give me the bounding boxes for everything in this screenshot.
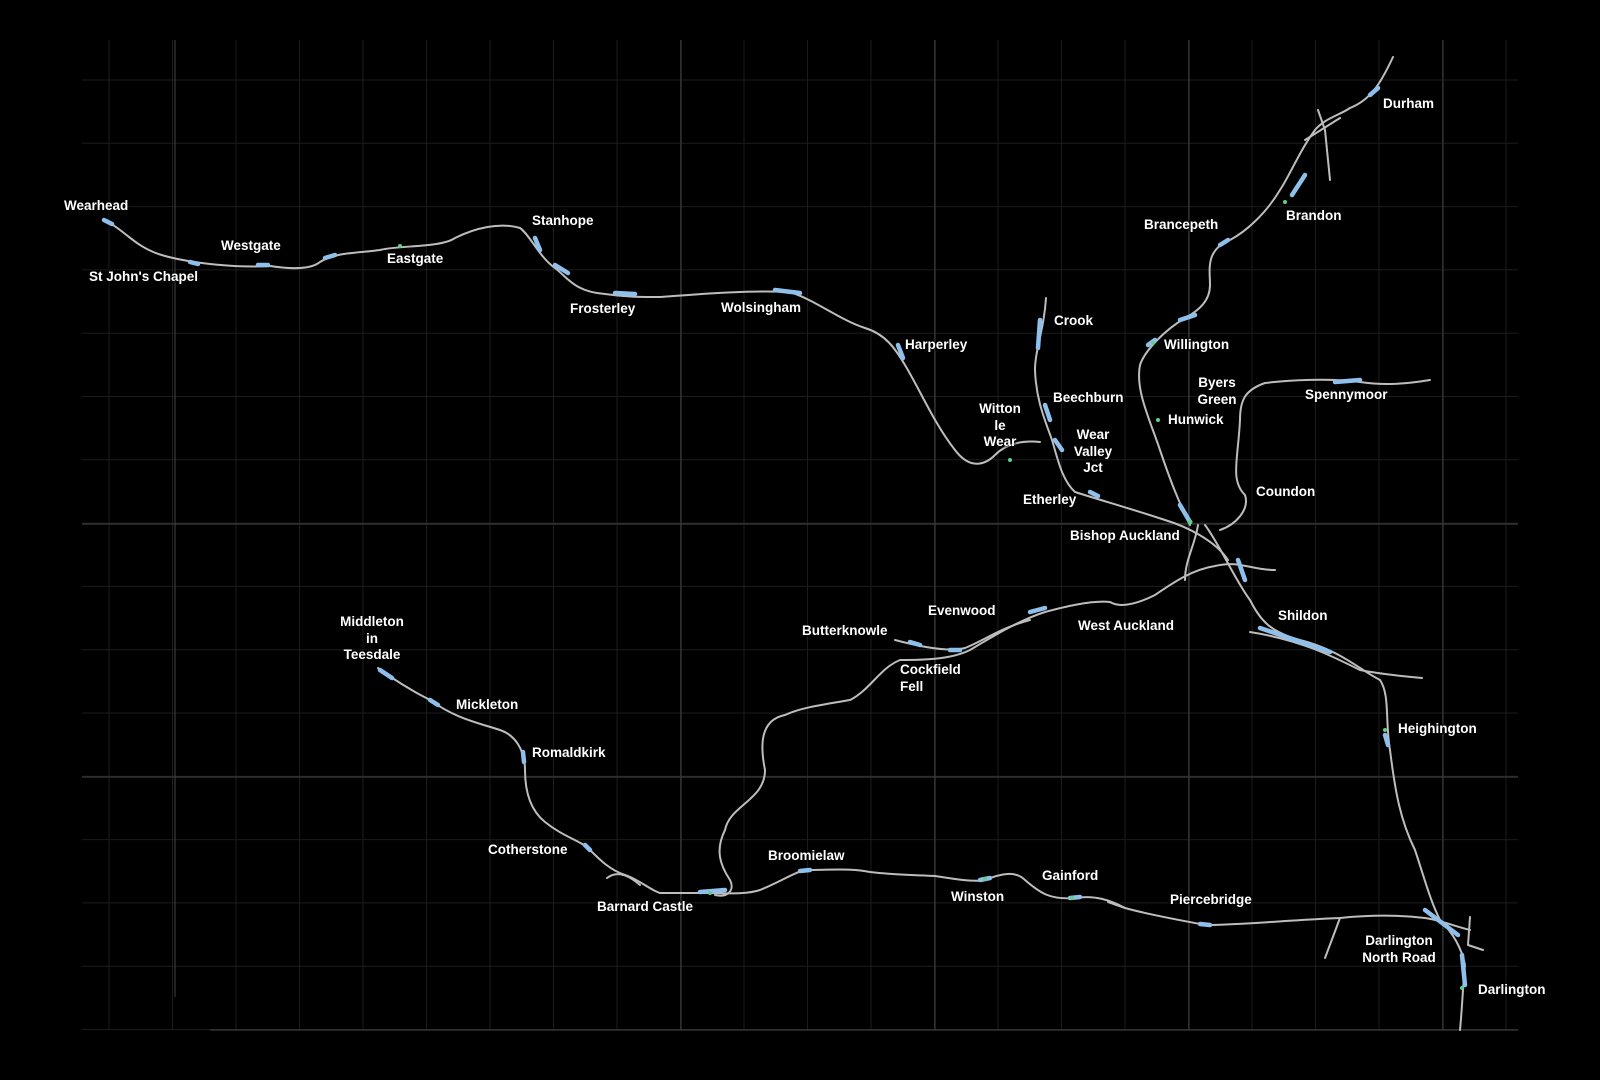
station-label-piercebridge: Piercebridge bbox=[1170, 892, 1252, 907]
station-label-willington: Willington bbox=[1164, 337, 1230, 352]
map-grid bbox=[82, 40, 1518, 1031]
station-label-durham: Durham bbox=[1383, 96, 1435, 111]
platforms bbox=[101, 85, 1468, 988]
station-label-west-auckland: West Auckland bbox=[1078, 618, 1175, 633]
station-label-bishop-auckland: Bishop Auckland bbox=[1070, 528, 1180, 543]
station-label-wolsingham: Wolsingham bbox=[721, 300, 802, 315]
station-label-wear-valley-jct: Wear Valley Jct bbox=[1073, 427, 1113, 475]
station-label-romaldkirk: Romaldkirk bbox=[532, 745, 606, 760]
station-label-broomielaw: Broomielaw bbox=[768, 848, 845, 863]
track-west-auckland bbox=[714, 563, 1276, 897]
track-shildon-spur bbox=[1249, 631, 1423, 679]
station-label-hunwick: Hunwick bbox=[1168, 412, 1224, 427]
station-label-mickleton: Mickleton bbox=[456, 697, 519, 712]
station-label-beechburn: Beechburn bbox=[1053, 390, 1124, 405]
station-label-frosterley: Frosterley bbox=[570, 301, 636, 316]
station-label-middleton-in-teesdale: Middleton in Teesdale bbox=[340, 614, 404, 662]
station-label-darlington-north-road: Darlington North Road bbox=[1362, 933, 1436, 965]
station-label-brancepeth: Brancepeth bbox=[1144, 217, 1219, 232]
station-label-spennymoor: Spennymoor bbox=[1305, 387, 1388, 402]
station-label-cotherstone: Cotherstone bbox=[488, 842, 568, 857]
station-label-etherley: Etherley bbox=[1023, 492, 1077, 507]
station-label-crook: Crook bbox=[1054, 313, 1094, 328]
track-durham-line bbox=[1138, 56, 1394, 526]
station-label-byers-green: Byers Green bbox=[1197, 375, 1237, 407]
track-bishop-link bbox=[1184, 524, 1199, 581]
station-label-gainford: Gainford bbox=[1042, 868, 1099, 883]
station-label-cockfield-fell: Cockfield Fell bbox=[900, 662, 961, 694]
station-label-shildon: Shildon bbox=[1278, 608, 1328, 623]
station-label-harperley: Harperley bbox=[905, 337, 968, 352]
track-shildon-darlington bbox=[1204, 524, 1466, 1031]
station-label-darlington: Darlington bbox=[1478, 982, 1546, 997]
station-label-westgate: Westgate bbox=[221, 238, 281, 253]
track-spennymoor-line bbox=[1219, 378, 1431, 531]
station-markers bbox=[398, 200, 1464, 990]
track-darlington-jct bbox=[1467, 916, 1484, 951]
track-crook-branch bbox=[1034, 297, 1229, 561]
station-label-st-johns-chapel: St John's Chapel bbox=[89, 269, 198, 284]
station-label-evenwood: Evenwood bbox=[928, 603, 996, 618]
station-label-coundon: Coundon bbox=[1256, 484, 1316, 499]
station-label-wearhead: Wearhead bbox=[64, 198, 129, 213]
station-label-barnard-castle: Barnard Castle bbox=[597, 899, 694, 914]
station-label-eastgate: Eastgate bbox=[387, 251, 444, 266]
track-weardale bbox=[105, 220, 1041, 465]
station-label-butterknowle: Butterknowle bbox=[802, 623, 888, 638]
station-label-heighington: Heighington bbox=[1398, 721, 1477, 736]
track-piercebridge-spur bbox=[1107, 901, 1126, 909]
station-label-winston: Winston bbox=[951, 889, 1005, 904]
track-barnard-stub bbox=[606, 873, 641, 886]
station-label-witton-le-wear: Witton le Wear bbox=[979, 401, 1021, 449]
station-label-brandon: Brandon bbox=[1286, 208, 1342, 223]
track-durham-stub-2 bbox=[1304, 117, 1341, 141]
station-label-stanhope: Stanhope bbox=[532, 213, 594, 228]
track-darlington-spur bbox=[1324, 917, 1341, 959]
track-durham-stub-1 bbox=[1317, 109, 1331, 181]
